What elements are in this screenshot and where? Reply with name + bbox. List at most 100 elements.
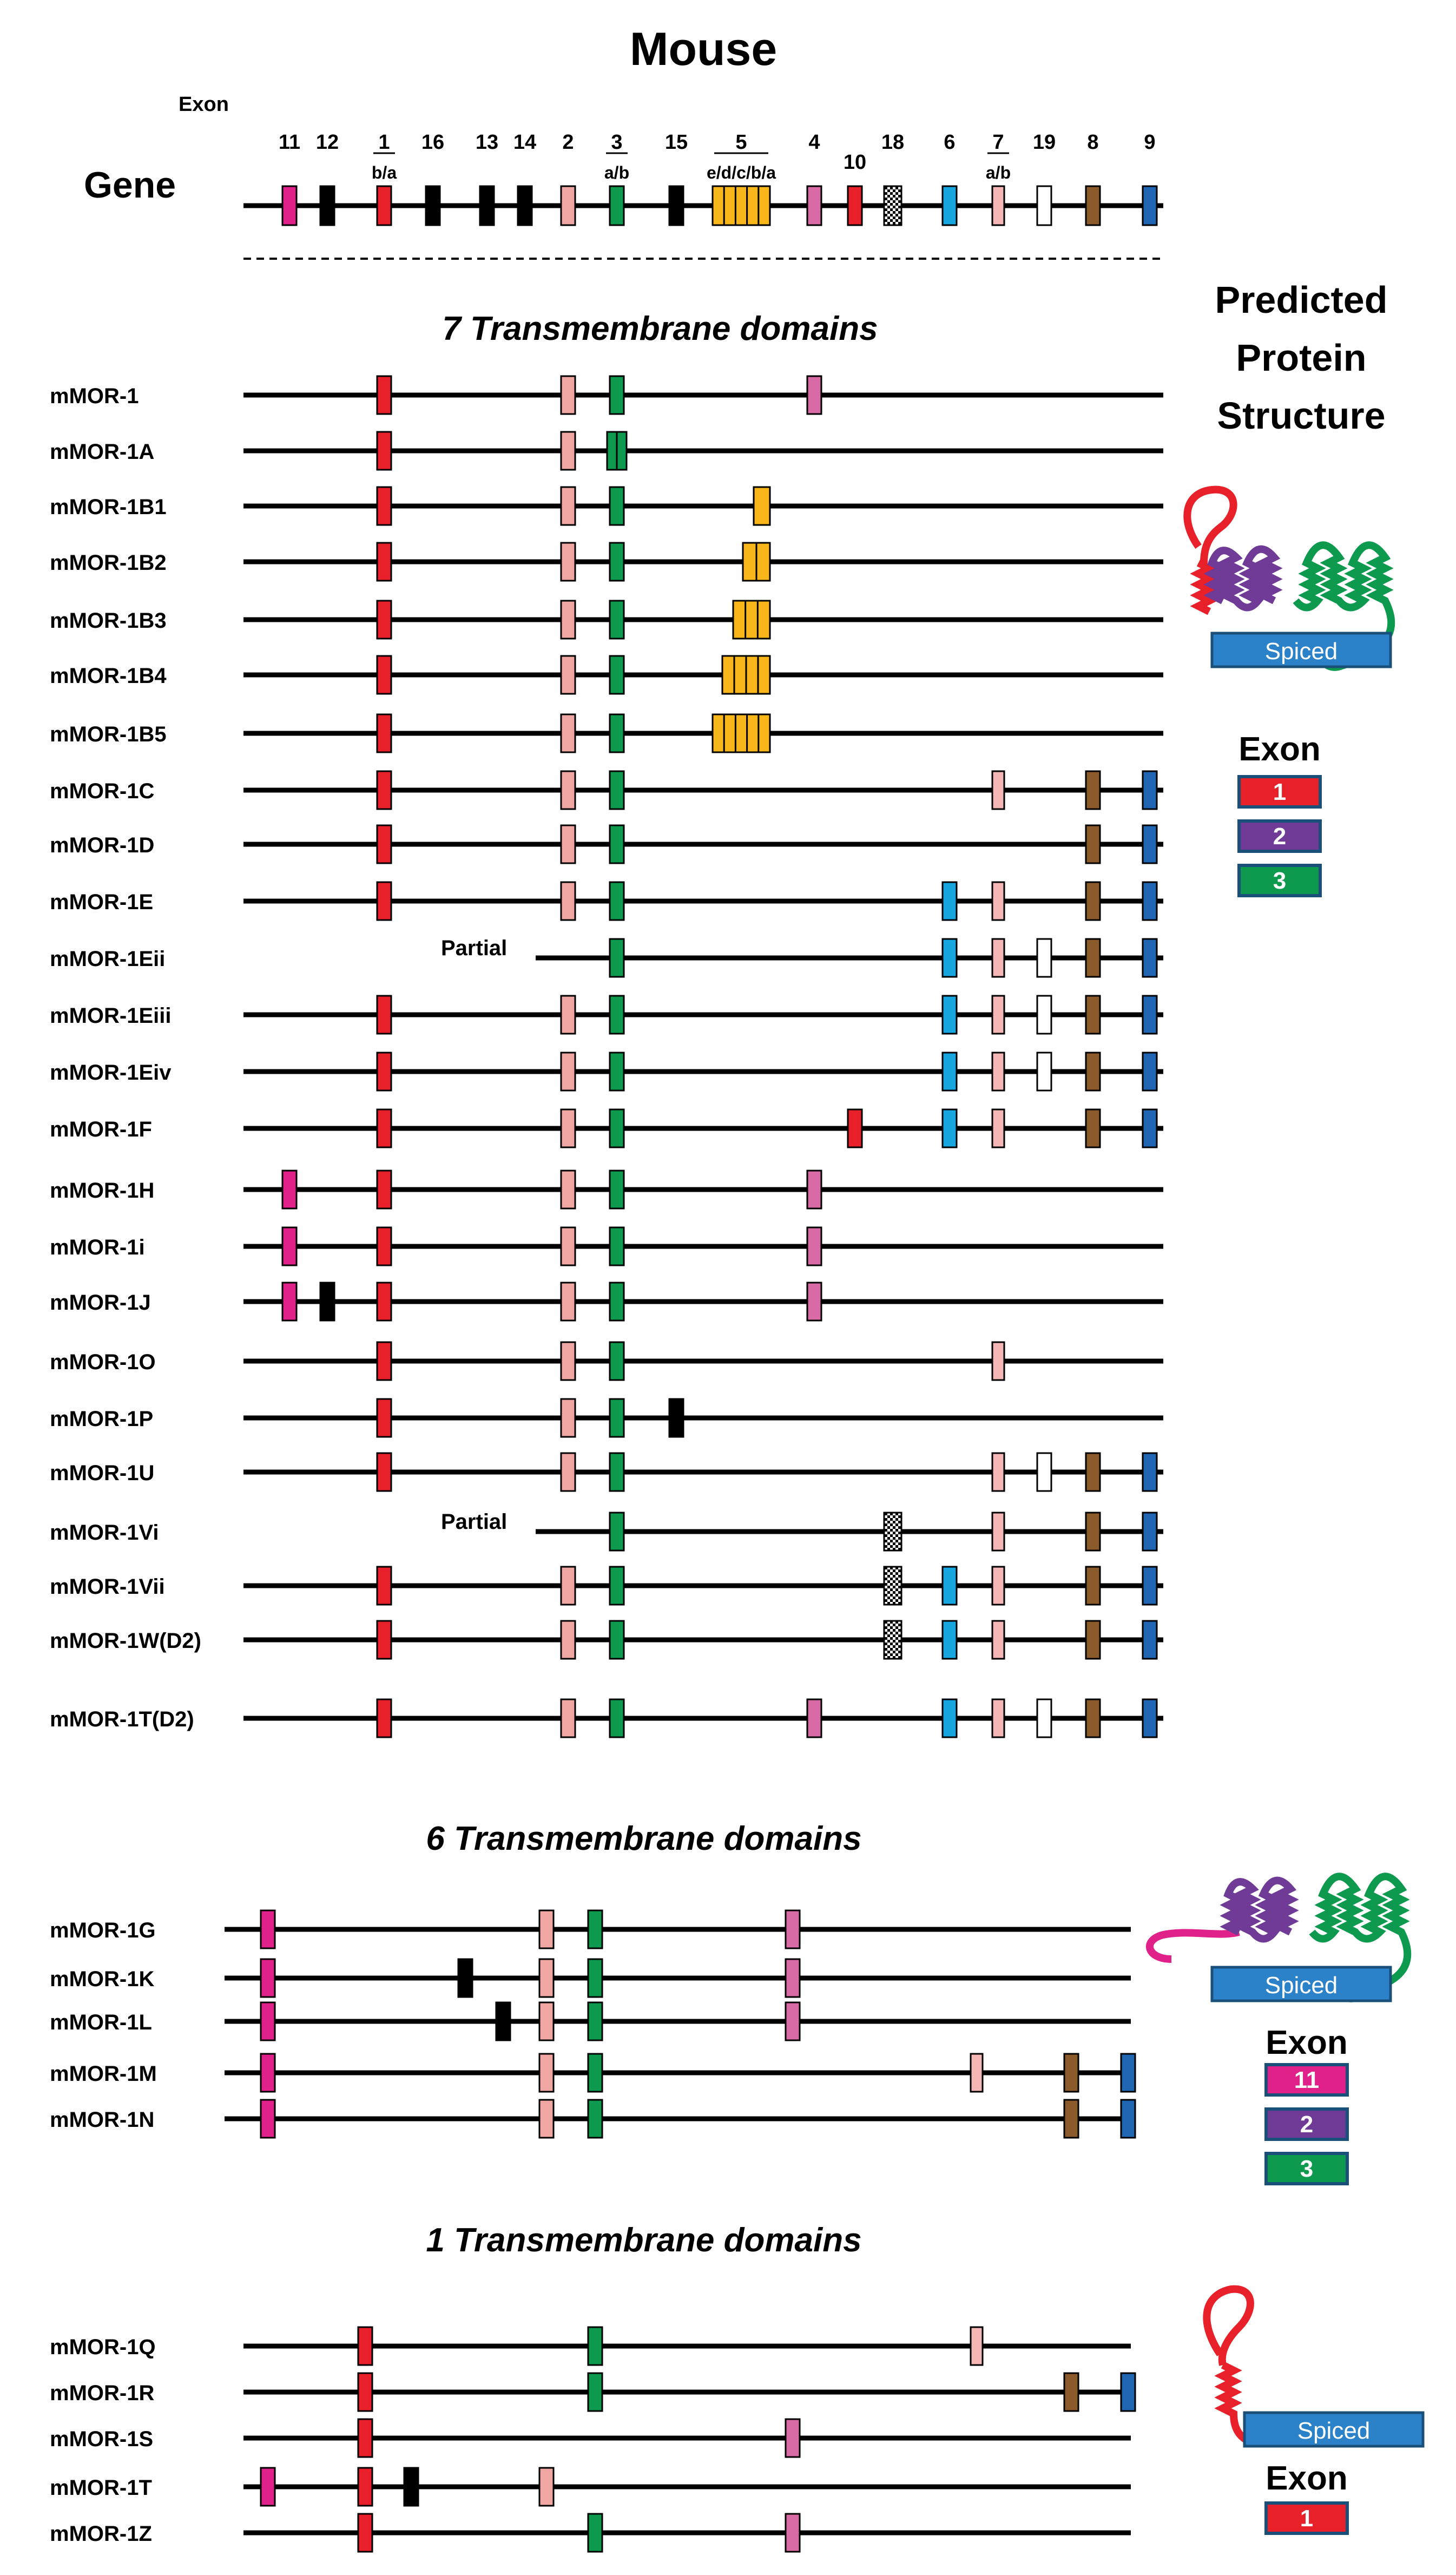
exon-4-box: [785, 1909, 801, 1949]
exon-8-box: [1085, 185, 1101, 226]
legend-7tm: 123: [1237, 775, 1322, 897]
exon-4-box: [785, 2418, 801, 2458]
exon-8-box: [1085, 1620, 1101, 1660]
legend-1tm: 1: [1264, 2501, 1349, 2535]
predicted-title-line-2: Protein: [1236, 337, 1366, 379]
transcript-name: mMOR-1N: [50, 2108, 154, 2132]
transcript-name: mMOR-1C: [50, 779, 154, 803]
spliced-tag-label-6tm: Spiced: [1265, 1972, 1338, 1999]
exon-7-box: [991, 1698, 1005, 1738]
gene-exon-label-15: 15: [665, 131, 688, 154]
section-title-1tm: 1 Transmembrane domains: [426, 2222, 861, 2259]
exon-3-box: [587, 2099, 603, 2139]
exon-6-box: [941, 881, 958, 921]
legend-swatch: [1237, 864, 1322, 897]
transcript-name: mMOR-1W(D2): [50, 1629, 201, 1653]
transcript-name: mMOR-1J: [50, 1291, 151, 1315]
exon-1-box: [376, 824, 392, 864]
transcript-name: mMOR-1B1: [50, 495, 167, 519]
transcript-rows: mMOR-1mMOR-1AmMOR-1B1mMOR-1B2mMOR-1B3mMO…: [50, 375, 1163, 2553]
exon-11-box: [281, 1282, 298, 1322]
exon-19-box: [1036, 938, 1052, 978]
exon-2-box: [560, 431, 576, 471]
exon-3-box: [587, 2053, 603, 2093]
protein-structure-1tm: Spiced: [1203, 2285, 1425, 2448]
transcript-row: mMOR-1B3: [50, 600, 1163, 640]
exon-2-box: [560, 542, 576, 582]
transcript-row: mMOR-1: [50, 375, 1163, 415]
transcript-row: mMOR-1B1: [50, 486, 1163, 526]
exon-8-box: [1085, 1108, 1101, 1148]
exon-2-box: [538, 2001, 555, 2041]
exon-2-box: [560, 486, 576, 526]
transcript-name: mMOR-1B4: [50, 664, 167, 688]
exon-3-box: [609, 185, 625, 226]
exon-9-box: [1142, 1452, 1158, 1492]
exon-18-box: [883, 1620, 902, 1660]
section-title-6tm: 6 Transmembrane domains: [426, 1820, 861, 1857]
exon-9-box: [1142, 1108, 1158, 1148]
exon-5e-box: [711, 713, 771, 753]
exon-1-box: [376, 431, 392, 471]
transcript-row: mMOR-1W(D2): [50, 1620, 1163, 1660]
exon-2-box: [560, 713, 576, 753]
exon-2-box: [560, 375, 576, 415]
transcript-row: mMOR-1L: [50, 2001, 1131, 2041]
legend-swatch: [1264, 2501, 1349, 2535]
exon-11-box: [260, 1958, 276, 1998]
predicted-title-line-1: Predicted: [1215, 279, 1388, 321]
exon-3-box: [609, 1698, 625, 1738]
exon-6-box: [941, 995, 958, 1035]
exon-9-box: [1142, 1512, 1158, 1552]
exon-3-box: [609, 824, 625, 864]
exon-5e-box: [711, 185, 771, 226]
transcript-row: mMOR-1D: [50, 824, 1163, 864]
transcript-name: mMOR-1A: [50, 440, 154, 464]
tm-helices-purple: [1203, 545, 1283, 612]
gene-exon-sublabel-1: b/a: [372, 163, 397, 182]
exon-11-box: [281, 1226, 298, 1266]
exon-2-box: [560, 824, 576, 864]
exon-3-box: [587, 1958, 603, 1998]
gene-label: Gene: [84, 165, 176, 206]
exon-7-box: [991, 938, 1005, 978]
exon-2-box: [538, 2467, 555, 2507]
exon-3-box: [609, 995, 625, 1035]
exon-2-box: [560, 1108, 576, 1148]
exon-3-box: [609, 1108, 625, 1148]
exon-7-box: [991, 1052, 1005, 1092]
exon-15-box: [668, 1398, 684, 1438]
protein-structure-7tm: Spiced: [1183, 485, 1395, 671]
exon-18-box: [883, 185, 902, 226]
transcript-name: mMOR-1Z: [50, 2522, 152, 2546]
exon-7-box: [991, 881, 1005, 921]
legend-swatch: [1264, 2063, 1349, 2097]
legend-label: 2: [1273, 823, 1286, 850]
legend-label: 11: [1294, 2067, 1320, 2093]
transcript-row: mMOR-1R: [50, 2372, 1136, 2412]
gene-exon-sublabel-5: e/d/c/b/a: [707, 163, 776, 182]
transcript-row: mMOR-1F: [50, 1108, 1163, 1148]
legend-label: 1: [1300, 2505, 1313, 2532]
transcript-row: mMOR-1i: [50, 1226, 1163, 1266]
exon-3-box: [587, 2326, 603, 2366]
transcript-row: mMOR-1M: [50, 2053, 1136, 2093]
exon-9-box: [1142, 938, 1158, 978]
protein-structure-6tm: Spiced: [1146, 1873, 1412, 2002]
exon-3-box: [587, 1909, 603, 1949]
gene-exon-label-8: 8: [1087, 131, 1098, 154]
exon-11-box: [281, 185, 298, 226]
gene-exon-label-19: 19: [1033, 131, 1056, 154]
gene-exon-label-9: 9: [1144, 131, 1155, 154]
exon-3-box: [609, 1512, 625, 1552]
transcript-name: mMOR-1E: [50, 890, 153, 914]
transcript-name: mMOR-1D: [50, 833, 154, 857]
exon-3-box: [609, 938, 625, 978]
figure-title: Mouse: [630, 23, 777, 75]
exon-2-box: [560, 770, 576, 810]
transcript-name: mMOR-1Vii: [50, 1575, 165, 1599]
gene-exon-label-16: 16: [421, 131, 444, 154]
exon-11-box: [260, 2001, 276, 2041]
